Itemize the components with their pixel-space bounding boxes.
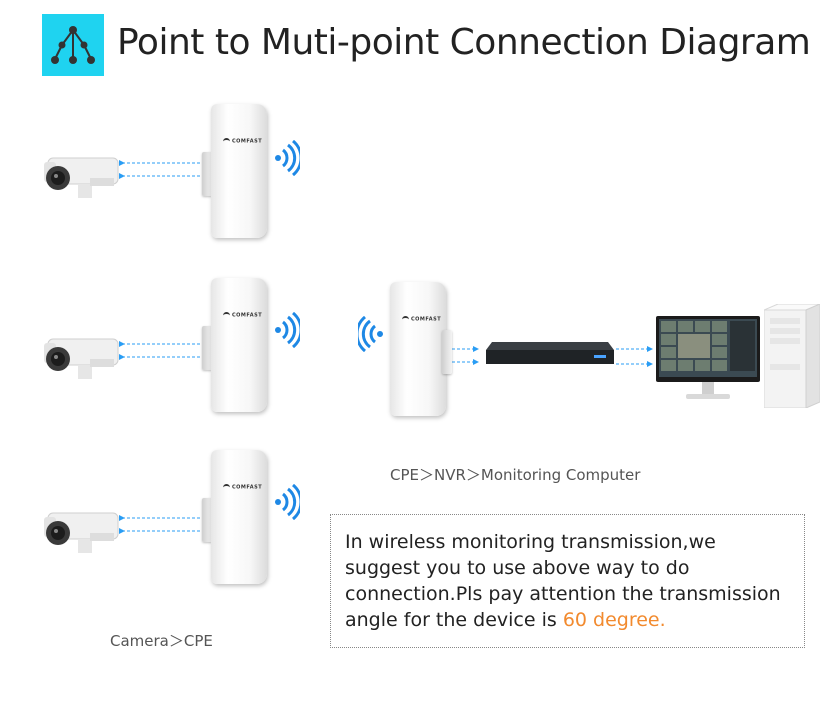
wifi-signal-icon bbox=[275, 312, 300, 348]
mount-bracket bbox=[202, 498, 212, 542]
mount-bracket bbox=[202, 152, 212, 196]
mount-bracket bbox=[442, 330, 452, 374]
note-text: In wireless monitoring transmission,we s… bbox=[345, 531, 781, 631]
page-title: Point to Muti-point Connection Diagram bbox=[117, 22, 811, 63]
cpe-brand-label: COMFAST bbox=[402, 316, 441, 323]
pc-tower-icon bbox=[764, 304, 820, 408]
cpe-device: COMFAST bbox=[211, 450, 267, 584]
cpe-brand-label: COMFAST bbox=[223, 312, 262, 319]
wifi-signal-icon bbox=[275, 484, 300, 520]
note-box: In wireless monitoring transmission,we s… bbox=[330, 514, 805, 648]
wifi-signal-icon bbox=[358, 316, 383, 352]
nvr-device bbox=[486, 342, 614, 364]
cpe-brand-label: COMFAST bbox=[223, 138, 262, 145]
camera-icon bbox=[44, 157, 119, 198]
cpe-device: COMFAST bbox=[390, 282, 446, 416]
camera-icon bbox=[44, 338, 119, 379]
cpe-device: COMFAST bbox=[211, 278, 267, 412]
sender-caption: Camera＞CPE bbox=[110, 632, 213, 650]
wifi-signal-icon bbox=[275, 140, 300, 176]
mount-bracket bbox=[202, 326, 212, 370]
receiver-caption: CPE＞NVR＞Monitoring Computer bbox=[390, 466, 641, 484]
cpe-device: COMFAST bbox=[211, 104, 267, 238]
monitor-icon bbox=[656, 316, 760, 399]
cpe-brand-label: COMFAST bbox=[223, 484, 262, 491]
network-tree-icon bbox=[42, 14, 104, 76]
camera-icon bbox=[44, 512, 119, 553]
note-highlight: 60 degree. bbox=[562, 609, 666, 631]
